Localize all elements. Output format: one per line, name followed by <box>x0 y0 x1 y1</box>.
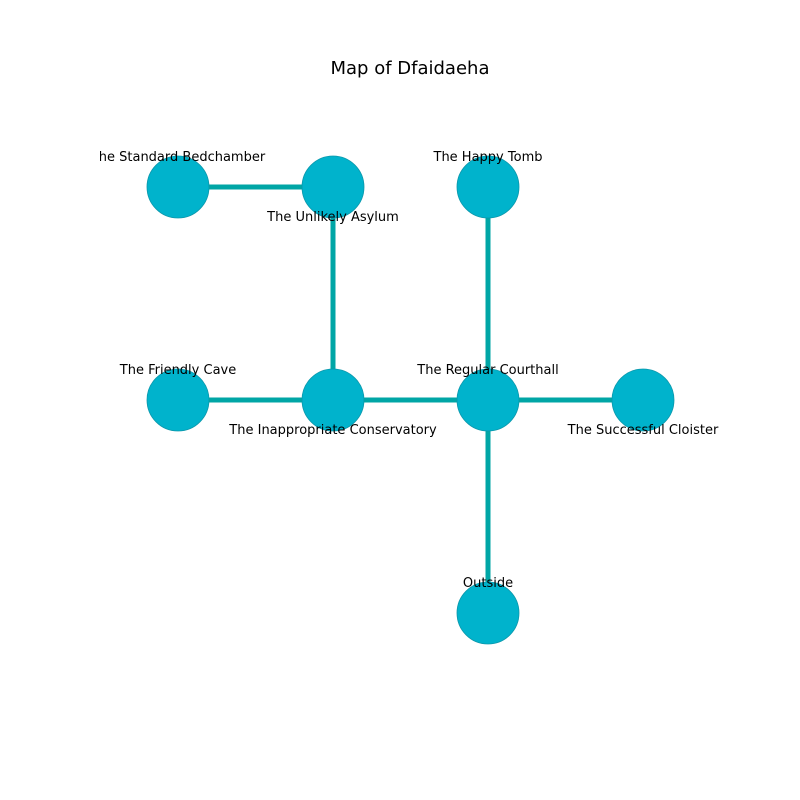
room-label-happy-tomb: The Happy Tomb <box>433 150 543 165</box>
room-label-regular-courthall: The Regular Courthall <box>416 363 558 378</box>
room-label-friendly-cave: The Friendly Cave <box>119 363 236 378</box>
room-label-outside: Outside <box>463 576 513 591</box>
room-node-successful-cloister <box>611 368 675 432</box>
room-node-outside <box>456 581 520 645</box>
room-label-unlikely-asylum: The Unlikely Asylum <box>266 210 399 225</box>
nodes-layer <box>146 155 675 645</box>
room-node-unlikely-asylum <box>301 155 365 219</box>
room-label-successful-cloister: The Successful Cloister <box>567 423 719 438</box>
room-node-friendly-cave <box>146 368 210 432</box>
room-label-inappropriate-conservatory: The Inappropriate Conservatory <box>228 423 437 438</box>
room-node-happy-tomb <box>456 155 520 219</box>
room-node-standard-bedchamber <box>146 155 210 219</box>
room-label-standard-bedchamber: The Standard Bedchamber <box>90 150 266 165</box>
room-node-regular-courthall <box>456 368 520 432</box>
map-title: Map of Dfaidaeha <box>331 58 490 79</box>
edges-layer <box>178 184 643 613</box>
room-node-inappropriate-conservatory <box>301 368 365 432</box>
